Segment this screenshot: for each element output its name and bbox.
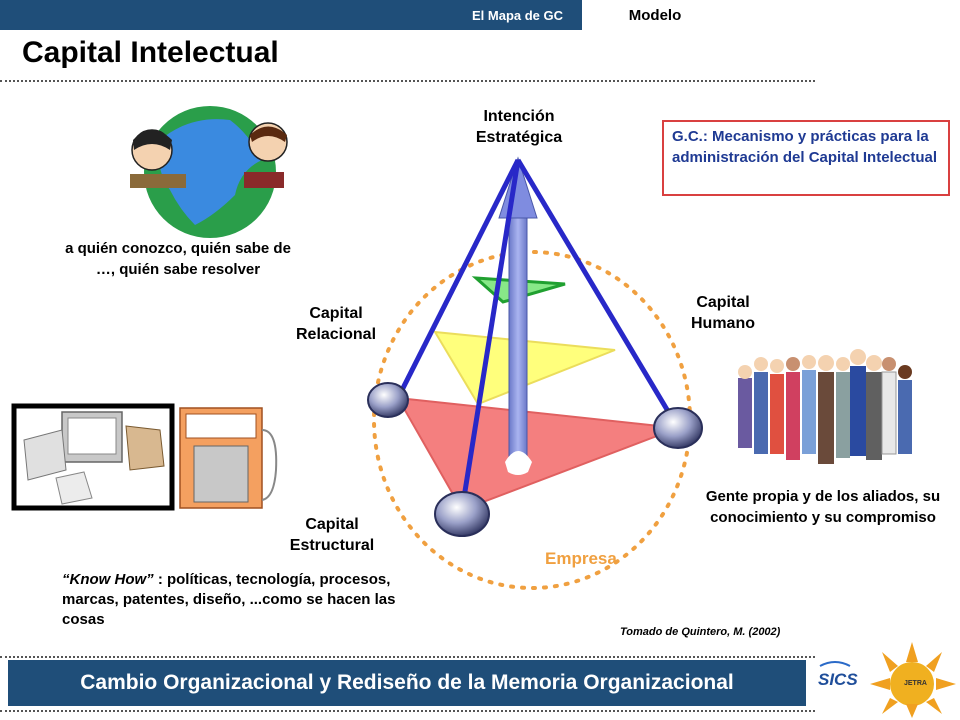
node-relacional bbox=[367, 382, 409, 418]
computer-frame bbox=[11, 403, 175, 511]
label-estructural: Capital Estructural bbox=[289, 516, 375, 554]
arrow-shaft bbox=[508, 214, 528, 461]
footer-divider-top bbox=[0, 656, 815, 658]
relational-description: a quién conozco, quién sabe de …, quién … bbox=[65, 240, 291, 278]
sics-swoosh-icon bbox=[819, 661, 851, 667]
node-estructural bbox=[434, 491, 490, 537]
node-humano bbox=[653, 407, 703, 449]
know-how-text: : políticas, tecnología, procesos, marca… bbox=[62, 571, 396, 628]
section-tab-2[interactable]: Modelo bbox=[628, 7, 682, 24]
label-empresa: Empresa bbox=[545, 549, 617, 568]
label-intencion: Intención Estratégica bbox=[475, 108, 563, 146]
section-tab[interactable]: El Mapa de GC bbox=[471, 8, 564, 23]
person-right-hair bbox=[250, 126, 287, 142]
edge-relacional bbox=[395, 158, 521, 400]
monitor-screen bbox=[67, 417, 117, 455]
title-divider bbox=[0, 80, 815, 82]
arrow-base bbox=[505, 451, 532, 475]
footer-bar: Cambio Organizacional y Rediseño de la M… bbox=[8, 660, 806, 706]
top-bar bbox=[0, 0, 582, 30]
person-left-hair bbox=[133, 130, 172, 150]
globe-ocean bbox=[158, 119, 262, 225]
kiosk-panel bbox=[193, 445, 249, 503]
definition-box: G.C.: Mecanismo y prácticas para la admi… bbox=[662, 120, 950, 196]
know-how-description: “Know How” : políticas, tecnología, proc… bbox=[62, 570, 402, 630]
edge-estructural bbox=[459, 159, 521, 511]
estructural-triangle bbox=[396, 396, 679, 512]
jetra-sun-icon bbox=[870, 642, 956, 718]
desk-left bbox=[130, 174, 186, 188]
papers-icon bbox=[125, 425, 165, 471]
desk-right bbox=[244, 172, 284, 188]
citation: Tomado de Quintero, M. (2002) bbox=[620, 626, 781, 638]
kiosk-display bbox=[185, 413, 257, 439]
arrow-head-icon bbox=[498, 156, 538, 219]
jetra-logo: JETRA bbox=[904, 680, 927, 687]
paper-icon bbox=[55, 471, 93, 505]
edge-humano bbox=[515, 158, 681, 430]
kiosk-hose bbox=[261, 429, 278, 501]
label-relacional: Capital Relacional bbox=[295, 305, 377, 343]
people-group-icon bbox=[738, 349, 912, 464]
footer-divider-bottom bbox=[0, 710, 815, 712]
sics-logo: SICS bbox=[818, 670, 858, 689]
page-title: Capital Intelectual bbox=[22, 36, 279, 69]
human-description: Gente propia y de los aliados, su conoci… bbox=[705, 488, 941, 526]
know-how-title: “Know How” bbox=[62, 571, 154, 588]
printer-icon bbox=[23, 429, 67, 481]
label-humano: Capital Humano bbox=[691, 294, 755, 332]
